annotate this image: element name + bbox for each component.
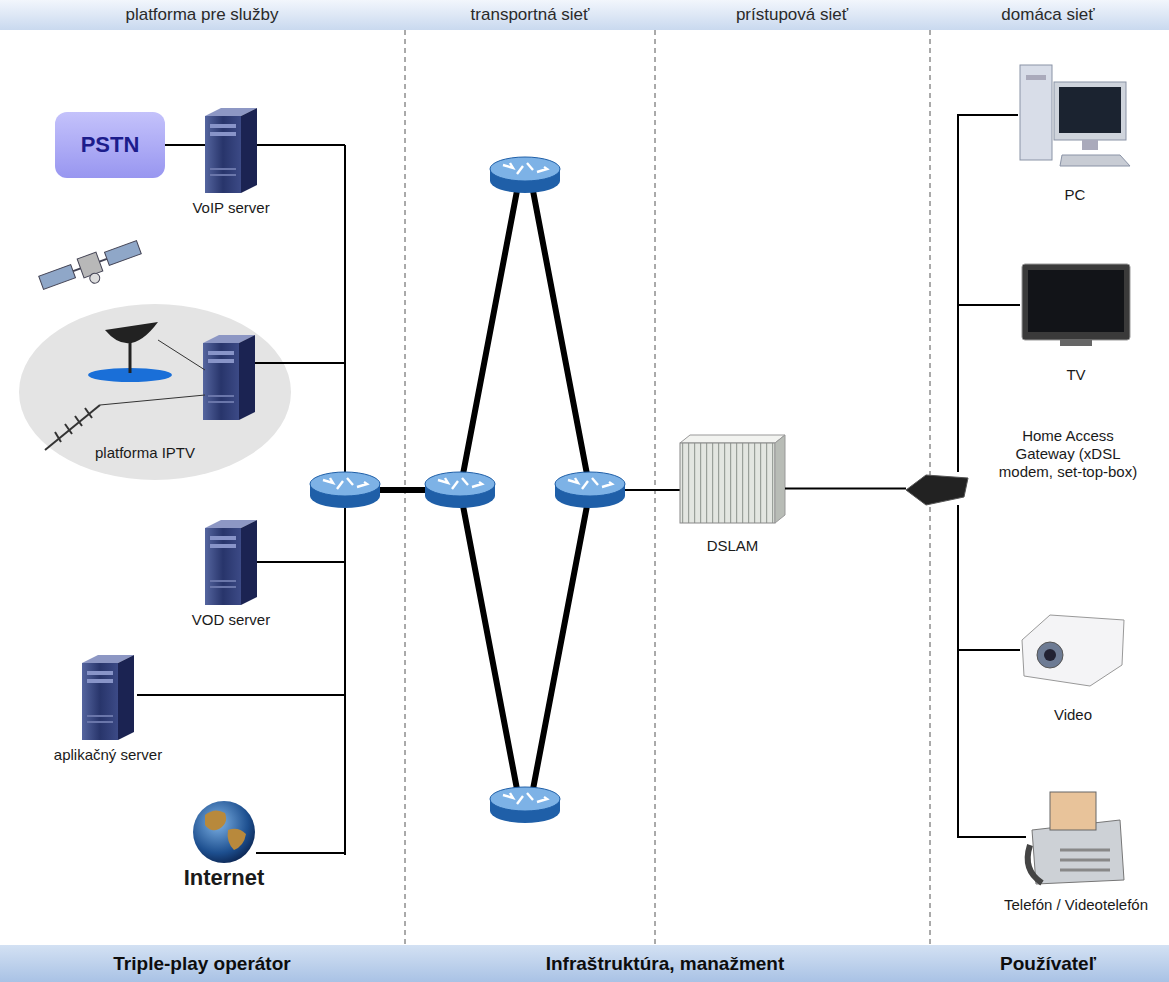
pc bbox=[1020, 65, 1130, 166]
node-text: Home Access Gateway (xDSL modem, set-top… bbox=[998, 427, 1138, 481]
node-text: domáca sieť bbox=[1001, 5, 1094, 25]
device-node: aplikačný server bbox=[82, 655, 134, 740]
node-text: aplikačný server bbox=[54, 746, 162, 764]
device-node: DSLAM bbox=[680, 435, 785, 523]
satellite bbox=[38, 238, 146, 301]
transport-links bbox=[345, 175, 590, 805]
tv bbox=[1022, 264, 1130, 346]
gateway-modem bbox=[906, 475, 968, 505]
device-node: TV bbox=[1020, 262, 1132, 348]
node-text: PC bbox=[1065, 186, 1086, 204]
dish bbox=[88, 322, 205, 382]
node-text: platforma pre služby bbox=[125, 5, 278, 25]
device-node: Telefón / Videotelefón bbox=[1026, 788, 1126, 886]
node-text: transportná sieť bbox=[471, 5, 590, 25]
connector bbox=[785, 488, 906, 490]
routers bbox=[310, 157, 625, 823]
phone bbox=[1028, 792, 1124, 884]
node-text: Video bbox=[1054, 706, 1092, 724]
connector bbox=[958, 115, 1018, 472]
node-text: VoIP server bbox=[192, 199, 269, 217]
network-box: PSTN bbox=[55, 112, 165, 178]
node-text: Internet bbox=[184, 869, 265, 887]
device-node: Video bbox=[1020, 612, 1126, 688]
connector bbox=[958, 505, 1020, 650]
node-text: Infraštruktúra, manažment bbox=[546, 953, 785, 975]
node-text: VOD server bbox=[192, 611, 270, 629]
device-node: platforma IPTV bbox=[20, 304, 292, 480]
node-text: TV bbox=[1066, 366, 1085, 384]
connector bbox=[958, 505, 1026, 837]
device-node: VOD server bbox=[205, 520, 257, 605]
device-node: VoIP server bbox=[205, 108, 257, 193]
connector bbox=[958, 305, 1020, 472]
node-text: Telefón / Videotelefón bbox=[1004, 896, 1148, 914]
section-band: Triple-play operátor Infraštruktúra, mana… bbox=[0, 945, 1169, 982]
antenna bbox=[45, 395, 205, 450]
device-node: Internet bbox=[193, 801, 255, 863]
node-text: DSLAM bbox=[707, 537, 759, 555]
node-text: Triple-play operátor bbox=[113, 953, 290, 975]
node-text: Používateľ bbox=[1000, 953, 1096, 975]
device-node: PC bbox=[1018, 62, 1132, 168]
column-dividers bbox=[405, 30, 930, 945]
node-text: prístupová sieť bbox=[736, 5, 848, 25]
node-text: platforma IPTV bbox=[95, 444, 195, 462]
globe bbox=[193, 801, 255, 863]
connector bbox=[165, 144, 205, 146]
device-node: Home Access Gateway (xDSL modem, set-top… bbox=[906, 472, 968, 505]
section-band: platforma pre služby transportná sieť prís… bbox=[0, 0, 1169, 30]
dslam bbox=[680, 435, 785, 523]
projector bbox=[1022, 615, 1124, 686]
node-text: PSTN bbox=[81, 132, 140, 158]
iptv-region bbox=[19, 304, 291, 480]
